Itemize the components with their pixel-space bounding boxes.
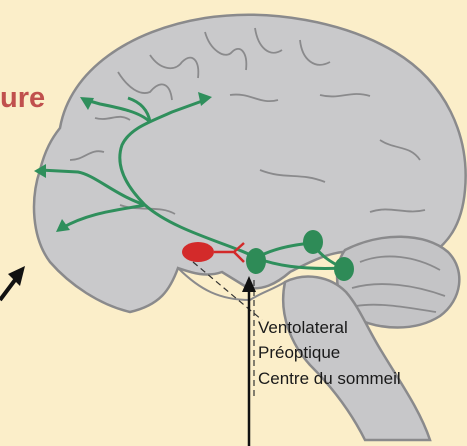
partial-heading: ure (0, 82, 45, 115)
label-preoptique: Préoptique (258, 343, 340, 363)
nucleus-green-right-upper (303, 230, 323, 254)
nucleus-green-right-lower (334, 257, 354, 281)
label-ventolateral: Ventolateral (258, 318, 348, 338)
vlpo-nucleus (182, 242, 214, 262)
pointer-arrow-left (0, 266, 25, 300)
nucleus-green-center (246, 248, 266, 274)
label-centre-du-sommeil: Centre du sommeil (258, 369, 401, 389)
